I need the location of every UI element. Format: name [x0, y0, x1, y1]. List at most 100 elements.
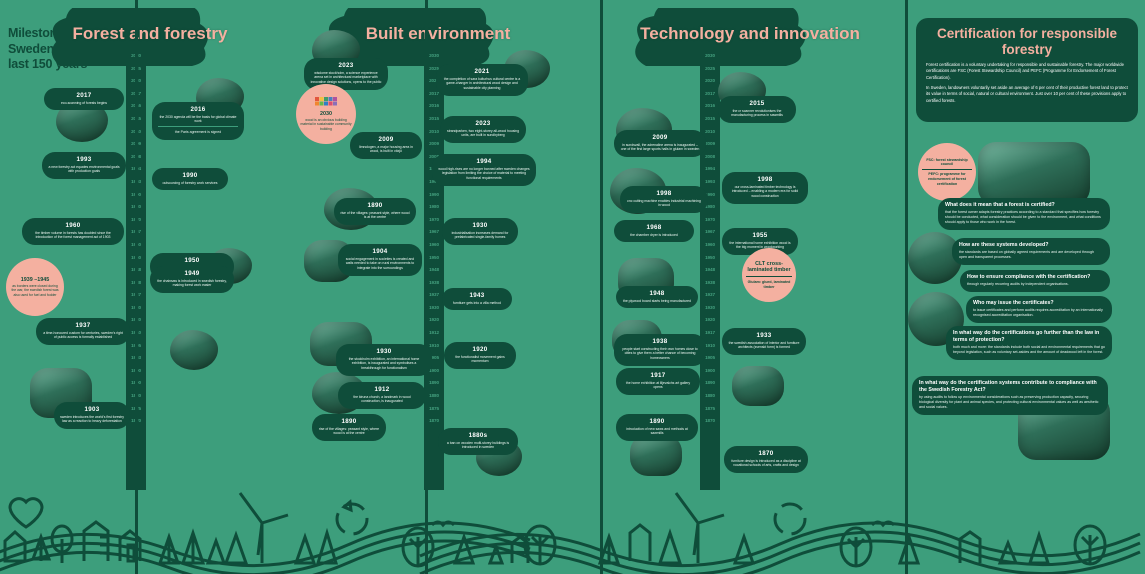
milestone-photo [732, 366, 784, 406]
year-tick: 2010 [705, 128, 715, 134]
milestone-year: 2009 [378, 136, 394, 143]
milestone-year: 1912 [374, 386, 390, 393]
milestone-year: 1998 [757, 176, 773, 183]
faq-question: In what way do the certification systems… [919, 380, 1097, 393]
column-title-forest: Forest and forestry [72, 24, 228, 43]
milestone-year: 1930 [376, 348, 392, 355]
faq-item: In what way do the certifications go fur… [946, 326, 1112, 361]
milestone-text: the kiruna church, a landmark in wood co… [353, 394, 411, 404]
milestone-bubble: 1920 the functionalist movement gains mo… [444, 342, 516, 369]
callout-year: 1939 –1945 [20, 276, 50, 283]
milestone-text: introduction of new saws and methods at … [626, 426, 688, 436]
year-tick: 2015 [705, 115, 715, 121]
milestone-text: the home exhibition at liljevalchs art g… [625, 380, 691, 390]
milestone-year: 2009 [652, 134, 668, 141]
year-tick: 1993 [705, 178, 715, 184]
year-tick: 1937 [429, 292, 439, 298]
milestone-text: the 2030 agenda will be the basis for gl… [159, 114, 237, 124]
milestone-text: our cross-laminated timber technology is… [731, 184, 799, 198]
milestone-year: 1870 [758, 450, 774, 457]
milestone-bubble: 1993 a new forestry act equates environm… [42, 152, 126, 179]
year-tick: 2015 [429, 115, 439, 121]
faq-answer: through regularly recurring audits by in… [967, 282, 1069, 287]
milestone-bubble: 1890 rise of the villages: peasant style… [312, 414, 386, 441]
year-tick: 1880 [429, 393, 439, 399]
faq-item: Who may issue the certificates? to issue… [966, 296, 1112, 324]
milestone-year: 1938 [652, 338, 668, 345]
milestone-year: 2015 [749, 100, 765, 107]
column-divider-3 [600, 0, 603, 574]
year-tick: 1960 [705, 241, 715, 247]
year-tick: 1890 [705, 380, 715, 386]
faq-item: How are these systems developed? the sta… [952, 238, 1110, 266]
milestone-bubble: 1870 furniture design is introduced as a… [724, 446, 808, 473]
milestone-bubble: 1948 the plywood board starts being manu… [616, 286, 698, 309]
milestone-year: 1968 [646, 224, 662, 231]
milestone-text: furniture gets into a villa method [453, 300, 501, 305]
callout-subterm: Glulam: glued, laminated timber [746, 276, 792, 289]
faq-item: In what way do the certification systems… [912, 376, 1108, 416]
faq-question: In what way do the certifications go fur… [953, 330, 1100, 343]
year-tick: 1920 [705, 317, 715, 323]
faq-answer: that the forest owner adapts forestry pr… [945, 210, 1101, 225]
year-tick: 1920 [429, 317, 439, 323]
milestone-bubble: 1930 the stockholm exhibition, an intern… [336, 344, 432, 376]
pink-callout-clt: CLT cross-laminated timber Glulam: glued… [742, 248, 796, 302]
tree-canopy-icon [51, 8, 209, 66]
certification-title: Certification for responsible forestry [936, 26, 1118, 57]
tree-canopy-icon [635, 8, 806, 66]
milestone-text: cnc cutting machine enables industrial m… [627, 198, 701, 208]
milestone-year: 1990 [182, 172, 198, 179]
milestone-bubble: 1943 furniture gets into a villa method [442, 288, 512, 311]
column-title-technology: Technology and innovation [640, 24, 860, 43]
year-tick: 1980 [429, 204, 439, 210]
milestone-photo [630, 434, 682, 476]
year-tick: 2020 [429, 78, 439, 84]
year-tick: 1990 [429, 191, 439, 197]
certification-paragraph: Forest certification is a voluntary unde… [926, 62, 1124, 80]
milestone-bubble: 1917 the home exhibition at liljevalchs … [616, 368, 700, 395]
pink-callout: 1939 –1945 as borders were closed during… [6, 258, 64, 316]
year-tick: 1950 [429, 254, 439, 260]
milestone-year: 2017 [76, 92, 92, 99]
milestone-text: people start constructing their own home… [622, 346, 698, 360]
year-tick: 2009 [429, 141, 439, 147]
milestone-text: sweden introduces the world's first fore… [60, 414, 124, 424]
year-tick: 1993 [429, 178, 439, 184]
milestone-year: 2021 [474, 68, 490, 75]
column-built-environment: Built environment 2030 2025 2020 2017 20… [288, 0, 588, 490]
milestone-text: furniture design is introduced as a disc… [731, 458, 801, 468]
callout-year: 2030 [320, 110, 332, 117]
column-divider-4 [905, 0, 908, 574]
milestone-bubble: 1880s a ban on wooden multi-storey build… [438, 428, 518, 455]
milestone-year: 1904 [372, 248, 388, 255]
year-tick: 1870 [705, 418, 715, 424]
year-tick: 1948 [705, 267, 715, 273]
certification-body: Forest certification is a voluntary unde… [926, 62, 1128, 104]
milestone-text: social engagement in societies is create… [345, 256, 415, 270]
year-tick: 1990 [705, 191, 715, 197]
milestone-photo [170, 330, 218, 370]
milestone-bubble: 1904 social engagement in societies is c… [338, 244, 422, 276]
milestone-bubble: 1930 industrialisation increases demand … [442, 218, 518, 245]
milestone-text: outsourcing of forestry work services [162, 180, 218, 185]
year-tick: 2030 [705, 53, 715, 58]
milestone-text: the stockholm exhibition, an internation… [348, 356, 420, 370]
year-tick: 1930 [705, 304, 715, 310]
faq-question: Who may issue the certificates? [973, 300, 1054, 306]
year-tick: 1875 [705, 405, 715, 411]
milestone-bubble: 1912 the kiruna church, a landmark in wo… [338, 382, 426, 409]
faq-item: How to ensure compliance with the certif… [960, 270, 1110, 293]
milestone-year: 1930 [472, 222, 488, 229]
milestone-bubble: 1990 outsourcing of forestry work servic… [152, 168, 228, 191]
year-tick: 1970 [705, 216, 715, 222]
milestone-bubble: 1890 rise of the villages: peasant style… [334, 198, 416, 225]
column-forest-and-forestry: Forest and forestry 2030 2025 2020 2017 … [0, 0, 300, 490]
milestone-year: 1955 [752, 232, 768, 239]
milestone-text: limnologen, a major housing area in wood… [359, 144, 413, 154]
year-tick: 2016 [429, 103, 439, 109]
pefc-abbreviation: PEFC: programme for endorsement of fores… [922, 169, 972, 186]
milestone-bubble: 1998 cnc cutting machine enables industr… [620, 186, 708, 213]
callout-text: wood is an obvious building material in … [300, 117, 352, 131]
column-divider-2 [425, 0, 428, 574]
